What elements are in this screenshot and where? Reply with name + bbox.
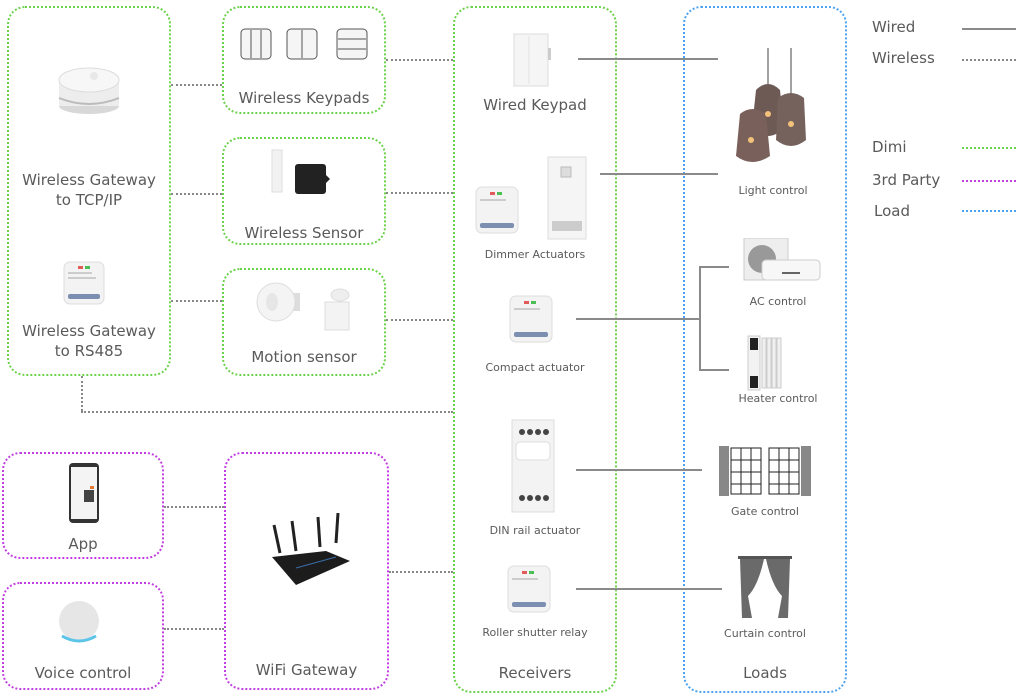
keypad-2-gang-icon (286, 28, 318, 60)
motion-sensor-box (222, 268, 386, 376)
wireless-link-keypads-receivers (386, 59, 453, 61)
receivers-title: Receivers (498, 664, 572, 682)
motion-sensor-label: Motion sensor (251, 348, 357, 366)
loads-box (683, 6, 847, 693)
wireless-link-gateway-down (81, 376, 83, 411)
loads-title: Loads (743, 664, 787, 682)
legend-line-wired (962, 28, 1016, 30)
wired-link-branch-ac (699, 266, 729, 268)
oil-heater-icon (746, 334, 786, 392)
wifi-gateway-label: WiFi Gateway (255, 661, 358, 679)
wireless-link-sensor-receivers (386, 192, 453, 194)
legend-line-load (962, 210, 1016, 212)
wireless-link-gateway-receivers (81, 411, 453, 413)
load-label-gate-control: Gate control (731, 505, 799, 518)
receivers-box (453, 6, 617, 693)
gateway-tcp-label-1: Wireless Gateway (22, 171, 156, 189)
wireless-keypads-label: Wireless Keypads (238, 89, 370, 107)
load-label-ac-control: AC control (749, 295, 807, 308)
voice-control-label: Voice control (34, 664, 132, 682)
app-box (2, 452, 164, 559)
legend-label-dimi: Dimi (872, 138, 907, 156)
wireless-link-gateway-keypads (171, 84, 222, 86)
wireless-keypads-box (222, 6, 386, 114)
receiver-label-din-rail-actuator: DIN rail actuator (489, 524, 581, 537)
smartphone-app-icon (68, 462, 100, 524)
legend-label-wireless: Wireless (872, 49, 935, 67)
wired-link-roller-curtain (576, 588, 722, 590)
din-dimmer-icon (546, 153, 588, 241)
legend-label-load: Load (874, 202, 910, 220)
door-sensor-icon (270, 148, 284, 194)
wired-link-din-gate (576, 469, 702, 471)
receiver-label-compact-actuator: Compact actuator (485, 361, 585, 374)
app-label: App (68, 535, 98, 553)
wireless-link-app-wifi (164, 506, 224, 508)
receiver-label-dimmer-actuators: Dimmer Actuators (484, 248, 586, 261)
ceiling-motion-sensor-icon (256, 281, 302, 323)
wired-link-compact-hvac (576, 318, 700, 320)
gateway-tcp-label-2: to TCP/IP (55, 191, 123, 209)
pendant-lights-icon (734, 48, 810, 166)
wired-link-branch-heater (699, 369, 729, 371)
wireless-link-gateway-sensor (171, 193, 222, 195)
legend-line-3rd-party (962, 180, 1016, 182)
legend-line-dimi (962, 147, 1016, 149)
hub-device-icon (54, 58, 124, 118)
wifi-gateway-box (224, 452, 389, 690)
sensor-module-icon (294, 163, 330, 195)
pir-sensor-icon (322, 288, 352, 332)
compact-actuator-icon (508, 292, 554, 344)
receiver-label-wired-keypad: Wired Keypad (483, 96, 587, 114)
curtain-icon (738, 556, 792, 620)
air-conditioner-icon (742, 237, 822, 292)
wireless-link-wifi-receivers (389, 571, 453, 573)
rs485-module-icon (62, 256, 106, 306)
load-label-heater-control: Heater control (738, 392, 818, 405)
gateway-rs485-label-2: to RS485 (54, 342, 124, 360)
wired-link-keypad-light (578, 58, 718, 60)
wireless-sensor-label: Wireless Sensor (244, 224, 364, 242)
legend-line-wireless (962, 59, 1016, 61)
wired-keypad-icon (512, 32, 552, 88)
wireless-link-gateway-motion (171, 300, 222, 302)
roller-shutter-relay-icon (506, 560, 552, 614)
dimmer-module-icon (474, 183, 520, 235)
wired-link-hvac-branch (699, 266, 701, 370)
gateway-rs485-label-1: Wireless Gateway (22, 322, 156, 340)
receiver-label-roller-shutter-relay: Roller shutter relay (482, 626, 588, 639)
wireless-link-voice-wifi (164, 628, 224, 630)
gateway-group-box (7, 6, 171, 376)
wireless-sensor-box (222, 137, 386, 245)
load-label-curtain-control: Curtain control (724, 627, 806, 640)
voice-control-box (2, 582, 164, 690)
legend-label-wired: Wired (872, 18, 916, 36)
legend-label-3rd-party: 3rd Party (872, 171, 941, 189)
keypad-3-gang-icon (240, 28, 272, 60)
din-rail-actuator-icon (510, 418, 556, 514)
smart-speaker-icon (56, 600, 102, 644)
wifi-router-icon (266, 512, 356, 593)
load-label-light-control: Light control (738, 184, 808, 197)
gate-icon (717, 436, 813, 498)
wired-link-dimmer-light (600, 173, 718, 175)
wireless-link-motion-receivers (386, 319, 453, 321)
keypad-scene-icon (336, 28, 368, 60)
